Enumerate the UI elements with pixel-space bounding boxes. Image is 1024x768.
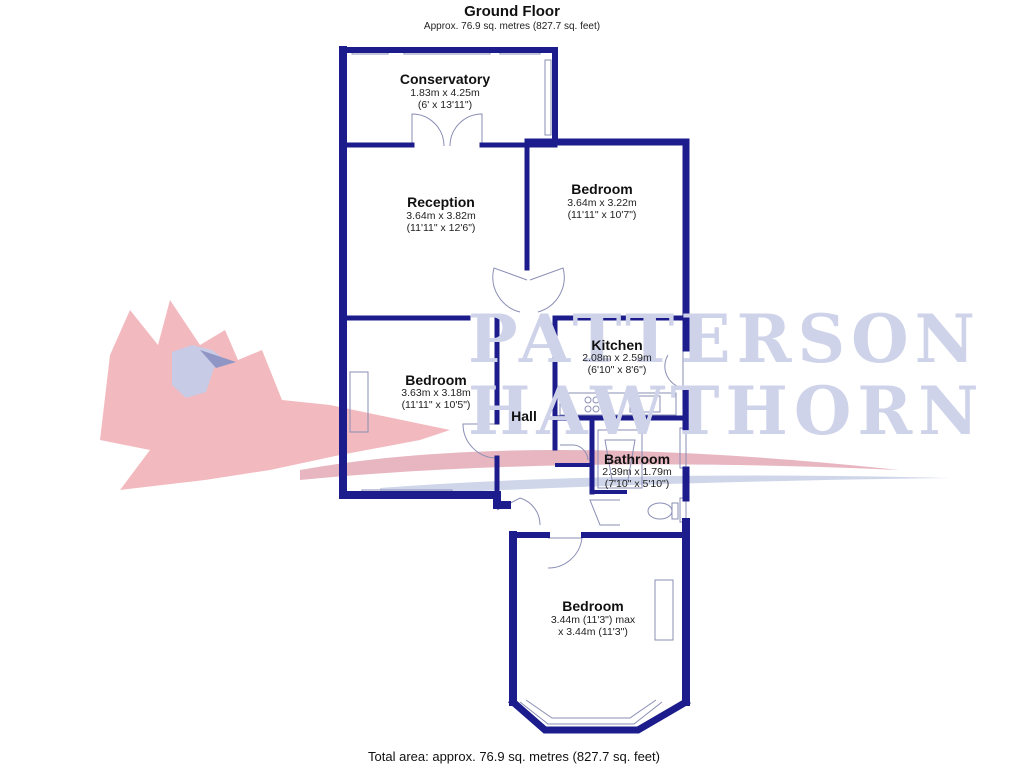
room-bedroom-front-name: Bedroom xyxy=(562,598,624,614)
room-conservatory-name: Conservatory xyxy=(399,71,491,87)
watermark-logo xyxy=(100,300,950,496)
room-bedroom-front-dim-ft: x 3.44m (11'3") xyxy=(558,626,628,638)
room-bedroom-rear-name: Bedroom xyxy=(571,181,633,197)
watermark-text-line1: PATTERSON xyxy=(468,300,981,378)
room-reception-dim-ft: (11'11" x 12'6") xyxy=(406,222,476,234)
floor-area: Approx. 76.9 sq. metres (827.7 sq. feet) xyxy=(423,21,601,32)
room-hall-name: Hall xyxy=(511,408,537,424)
total-area: Total area: approx. 76.9 sq. metres (827… xyxy=(368,749,660,764)
room-bedroom-front-dim-m: 3.44m (11'3") max xyxy=(550,614,636,626)
room-reception-name: Reception xyxy=(407,194,475,210)
room-kitchen-name: Kitchen xyxy=(591,337,643,353)
room-reception-dim-m: 3.64m x 3.82m xyxy=(406,210,476,222)
room-conservatory-dim-m: 1.83m x 4.25m xyxy=(410,87,480,99)
room-bedroom-rear-dim-m: 3.64m x 3.22m xyxy=(567,197,637,209)
watermark-text-line2: HAWTHORN xyxy=(468,372,985,450)
room-bathroom-name: Bathroom xyxy=(603,451,671,467)
floor-title: Ground Floor xyxy=(464,3,560,20)
room-bathroom-dim-m: 2.39m x 1.79m xyxy=(602,466,672,478)
room-kitchen-dim-ft: (6'10" x 8'6") xyxy=(587,364,647,376)
room-bedroom-mid-dim-ft: (11'11" x 10'5") xyxy=(401,399,471,411)
room-bedroom-mid-dim-m: 3.63m x 3.18m xyxy=(401,387,471,399)
room-conservatory-dim-ft: (6' x 13'11") xyxy=(417,99,473,111)
room-bedroom-rear-dim-ft: (11'11" x 10'7") xyxy=(567,209,637,221)
room-bathroom-dim-ft: (7'10" x 5'10") xyxy=(604,478,670,490)
room-kitchen-dim-m: 2.08m x 2.59m xyxy=(582,352,652,364)
room-bedroom-mid-name: Bedroom xyxy=(405,372,467,388)
walls xyxy=(339,46,691,734)
